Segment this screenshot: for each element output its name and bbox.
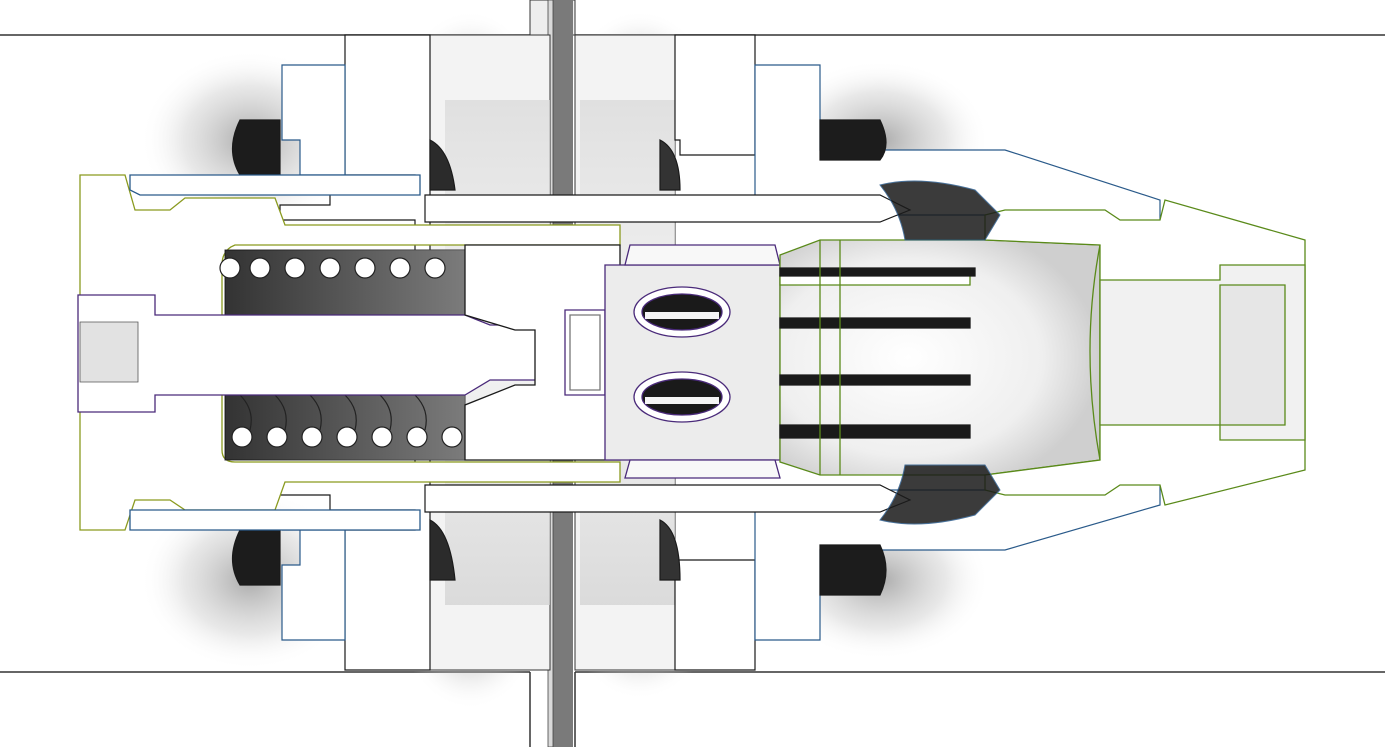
right-flange (659, 34, 1161, 671)
slotted-coupler (604, 244, 781, 479)
right-nose-housing (984, 199, 1306, 506)
nose-shadows (879, 180, 1001, 525)
left-body-housing (79, 174, 621, 531)
sleeve-arms (424, 194, 912, 513)
collet-fingers (779, 239, 1101, 476)
compression-spring (219, 257, 463, 448)
plunger-pin (77, 244, 621, 461)
